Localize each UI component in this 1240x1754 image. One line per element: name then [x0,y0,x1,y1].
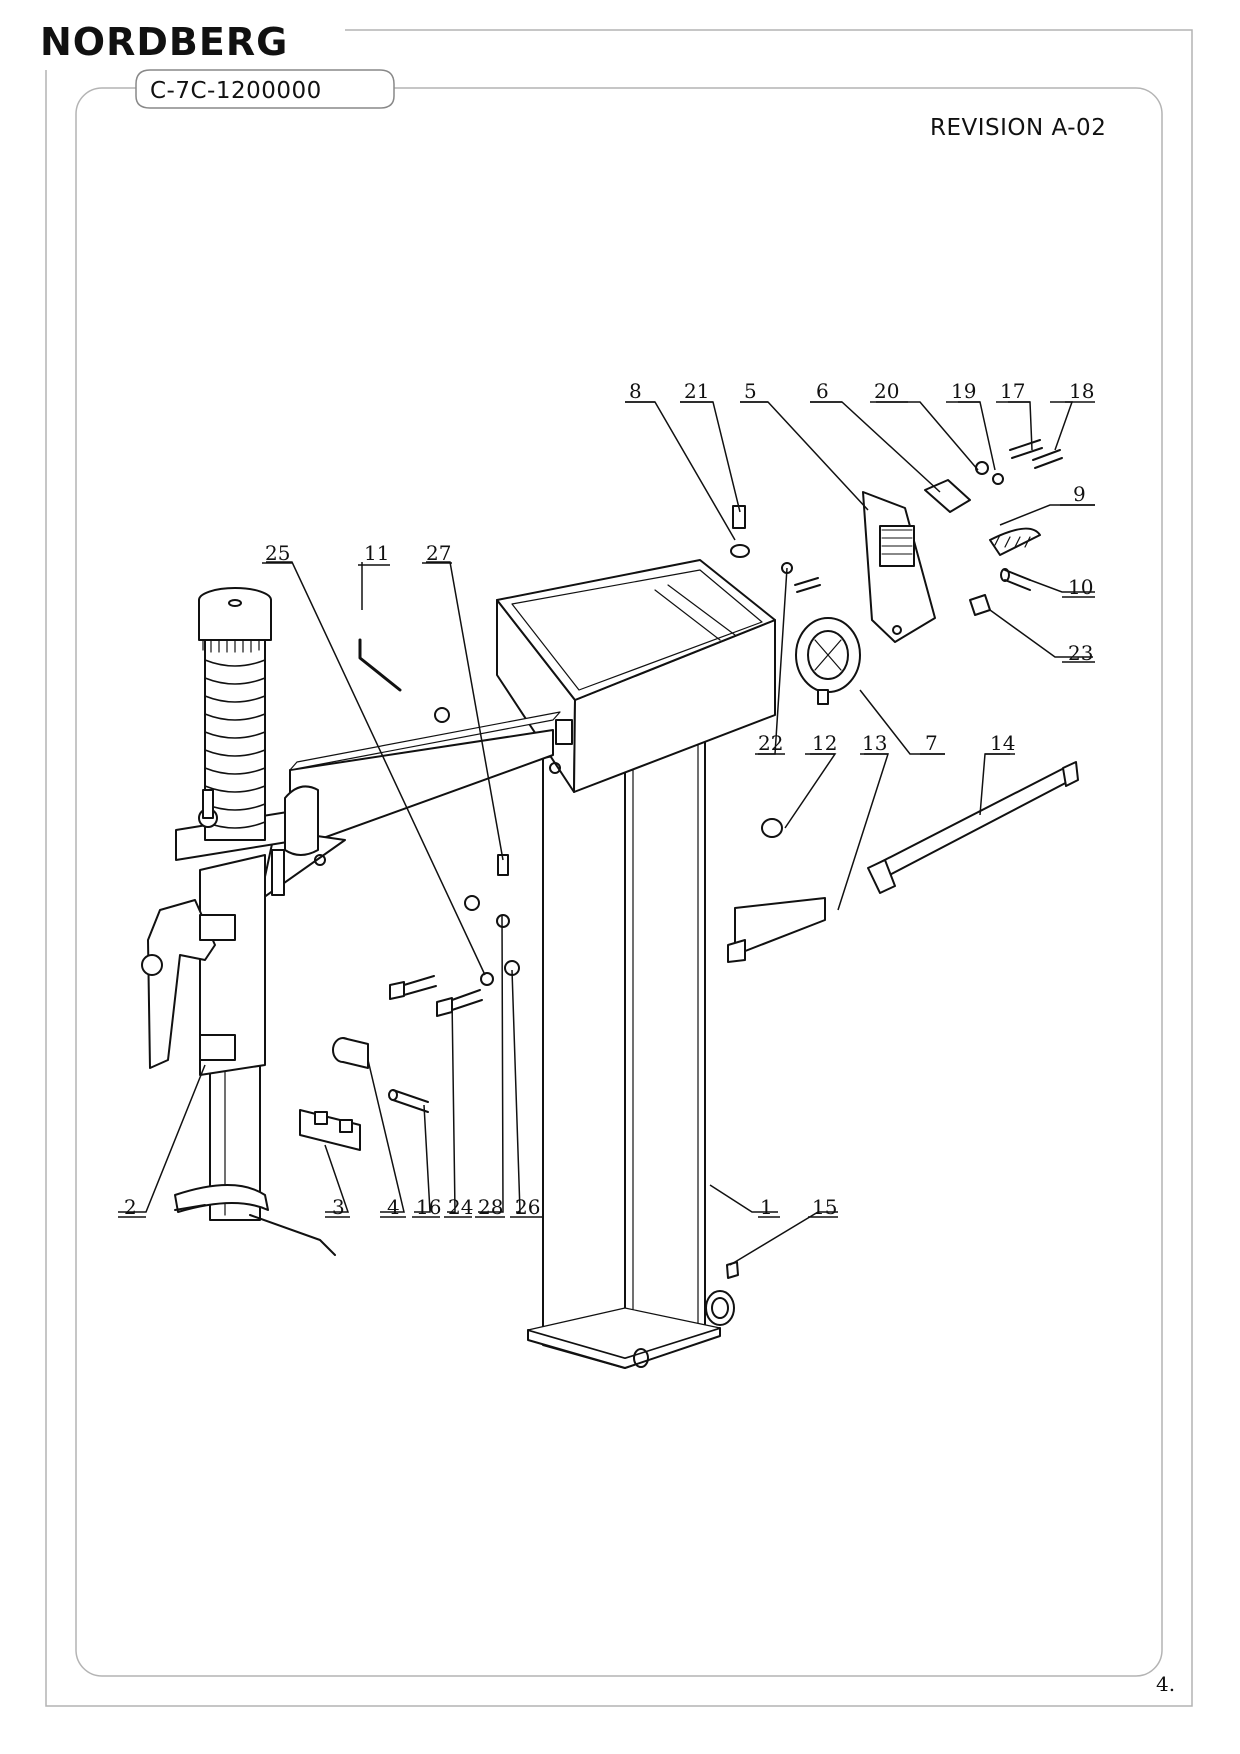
brand-logo: NORDBERG [40,20,289,64]
loose-parts-left [299,638,520,1151]
callout-26: 26 [515,1195,540,1219]
callout-12: 12 [812,731,837,755]
callout-17: 17 [1000,379,1025,403]
callout-21: 21 [684,379,709,403]
callout-labels: 1 2 3 4 5 6 7 8 9 10 11 12 13 14 15 16 1… [124,379,1094,1219]
callout-6: 6 [816,379,829,403]
callout-16: 16 [416,1195,441,1219]
callout-5: 5 [744,379,757,403]
callout-18: 18 [1069,379,1094,403]
page-frame [45,29,1193,1707]
document-code: C-7C-1200000 [150,78,322,104]
callout-underlines [118,401,1095,1218]
callout-8: 8 [629,379,642,403]
callout-11: 11 [364,541,389,565]
callout-15: 15 [812,1195,837,1219]
code-tab-outline [135,69,395,109]
callout-19: 19 [951,379,976,403]
callout-14: 14 [990,731,1015,755]
callout-28: 28 [478,1195,503,1219]
callout-9: 9 [1073,482,1086,506]
callout-24: 24 [448,1195,473,1219]
vertical-post [174,809,336,1256]
callout-10: 10 [1068,575,1093,599]
callout-25: 25 [265,541,290,565]
revision-label: REVISION A-02 [930,115,1107,141]
callout-23: 23 [1068,641,1093,665]
callout-27: 27 [426,541,451,565]
callout-13: 13 [862,731,887,755]
lever-handle [141,899,236,1069]
callout-22: 22 [758,731,783,755]
page-number: 4. [1156,1672,1176,1696]
spring-column [198,587,272,841]
top-housing-box [496,559,776,793]
callout-3: 3 [332,1195,345,1219]
loose-parts-right [726,439,1079,1279]
callout-7: 7 [925,731,938,755]
callout-1: 1 [760,1195,773,1219]
arm-hinge [271,785,326,896]
callout-4: 4 [387,1195,400,1219]
callout-2: 2 [124,1195,137,1219]
main-column [527,714,735,1369]
horizontal-arm [259,711,561,901]
callout-20: 20 [874,379,899,403]
